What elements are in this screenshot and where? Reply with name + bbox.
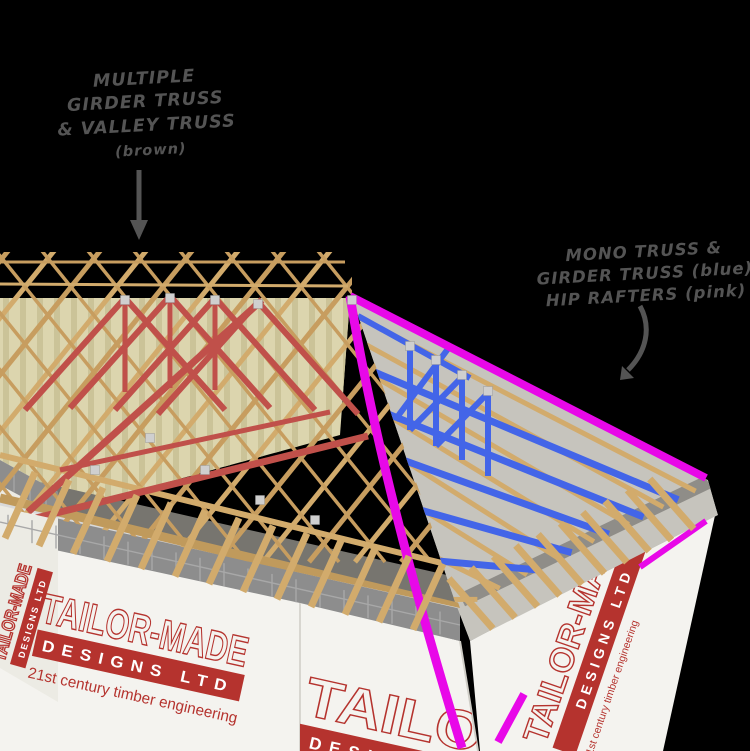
brand-banner-wing — [10, 567, 53, 669]
hip-board-eaves — [638, 518, 708, 570]
hip-rafter-right — [348, 292, 708, 482]
curved-arrow-icon — [626, 304, 649, 372]
wall-corner-right — [459, 640, 479, 751]
curved-arrow-head — [620, 366, 634, 380]
gusset-plates — [90, 293, 493, 525]
rafter-tails — [1, 470, 697, 632]
annotation-left-line4: (brown) — [115, 141, 187, 161]
valley-truss-set-highlight — [22, 294, 369, 522]
brand-banner-side — [552, 520, 654, 751]
hip-rafter-highlight — [345, 292, 708, 750]
hip-rafter-tail — [494, 692, 528, 744]
down-arrow-head — [130, 220, 148, 240]
hip-rafter-left — [345, 295, 467, 750]
brand-banner-partial — [300, 723, 478, 751]
brand-banner — [31, 629, 245, 702]
